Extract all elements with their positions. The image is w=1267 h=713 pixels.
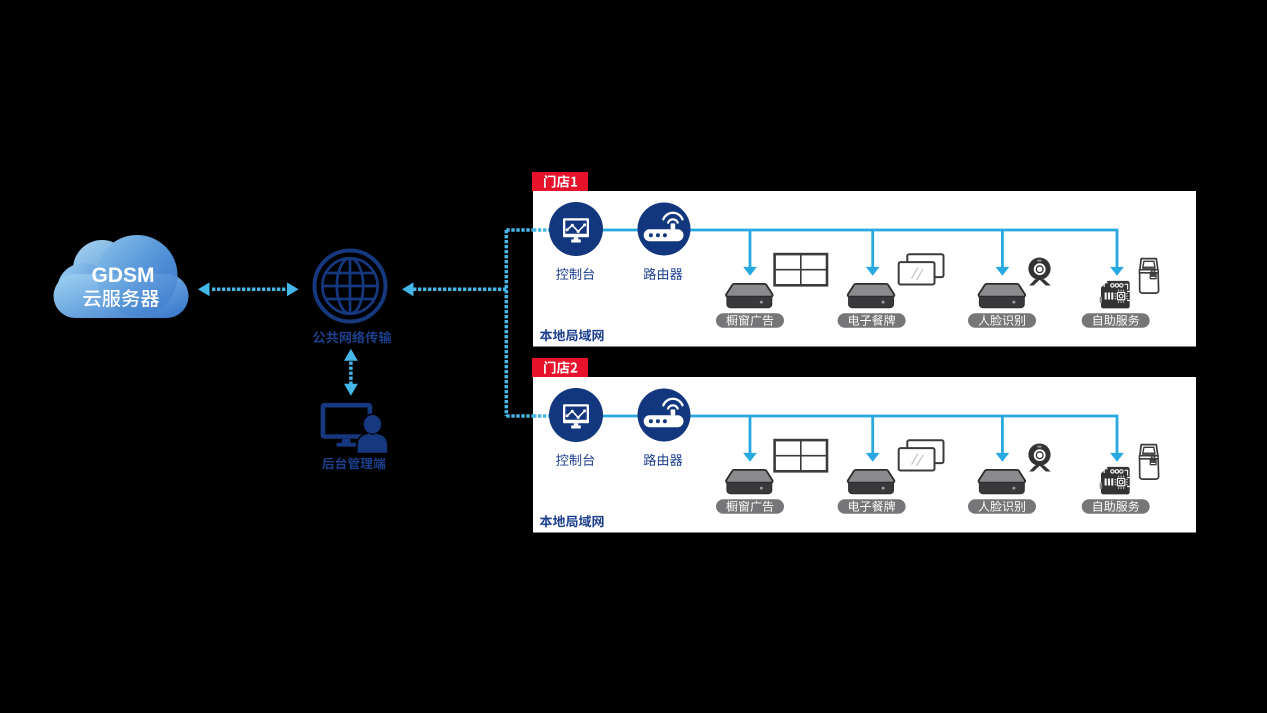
svg-text:GDSM: GDSM bbox=[92, 264, 155, 287]
